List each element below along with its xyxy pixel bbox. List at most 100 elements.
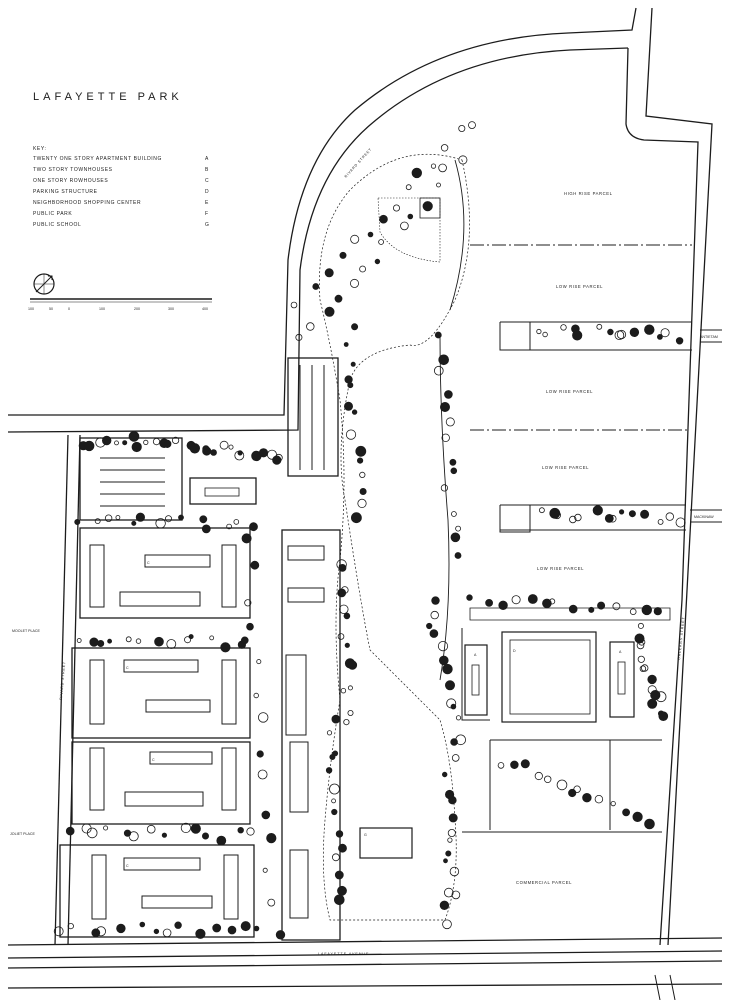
letter-d: D [513, 649, 516, 653]
tree-icon [355, 445, 367, 457]
tree-icon [347, 660, 358, 670]
tree-icon [441, 433, 450, 442]
tree-icon [594, 795, 604, 804]
tree-icon [616, 329, 627, 340]
tree-icon [628, 510, 636, 518]
key-letter-a: A [205, 156, 209, 162]
tree-icon [153, 928, 160, 935]
tree-icon [357, 498, 367, 508]
tree-icon [228, 444, 234, 450]
tree-icon [520, 759, 530, 769]
tree-icon [154, 636, 164, 647]
tree-icon [655, 691, 667, 703]
parcel-high-rise: HIGH RISE PARCEL [564, 191, 613, 196]
tree-icon [641, 664, 649, 672]
letter-c-block-1: C [147, 561, 150, 565]
tree-icon [455, 715, 462, 721]
tree-icon [107, 638, 112, 644]
tree-icon [337, 588, 347, 598]
tree-icon [241, 636, 249, 645]
tree-icon [272, 455, 282, 465]
tree-icon [445, 417, 455, 427]
parcel-low-rise-4: LOW RISE PARCEL [537, 566, 584, 571]
tree-icon [253, 925, 260, 932]
tree-icon [190, 823, 201, 834]
tree-icon [359, 471, 366, 478]
tree-icon [249, 522, 258, 532]
tree-icon [665, 512, 674, 521]
tree-icon [340, 688, 347, 694]
tree-icon [161, 832, 167, 838]
tree-icon [442, 919, 452, 930]
tree-icon [344, 375, 353, 384]
tree-icon [485, 599, 494, 607]
tree-icon [553, 511, 561, 520]
townhouse-block-north [79, 357, 339, 521]
tree-icon [443, 858, 448, 864]
scale-tick-1: 100 [28, 307, 34, 311]
tree-icon [569, 515, 577, 524]
tree-icon [163, 439, 172, 448]
tree-icon [443, 887, 454, 898]
street-label-joliet: JOLIET PLACE [10, 832, 36, 836]
tree-icon [639, 665, 647, 672]
key-heading: KEY: [33, 146, 47, 152]
tree-icon [534, 771, 543, 781]
public-park [319, 154, 470, 921]
tree-icon [164, 515, 172, 523]
tree-icon [629, 327, 640, 338]
tree-icon [455, 525, 462, 532]
tree-icon [450, 703, 457, 710]
tree-icon [434, 331, 442, 339]
tree-icon [350, 234, 360, 244]
key-label-f: PUBLIC PARK [33, 211, 72, 217]
tree-icon [544, 775, 552, 783]
tree-icon [237, 827, 244, 834]
tree-icon [407, 213, 414, 220]
tree-icon [131, 520, 137, 526]
tree-icon [568, 788, 577, 798]
tree-icon [374, 258, 381, 265]
tree-icon [344, 642, 350, 648]
scale-tick-5: 200 [134, 307, 140, 311]
tree-icon [466, 594, 473, 601]
tree-icon [542, 331, 548, 338]
tree-icon [439, 401, 450, 412]
parcel-low-rise-1: LOW RISE PARCEL [556, 284, 603, 289]
tree-icon [438, 354, 450, 366]
tree-icon [134, 442, 142, 450]
tree-icon [572, 330, 583, 341]
tree-icon [658, 711, 669, 721]
tree-icon [258, 448, 269, 458]
letter-c-block-3: C [152, 758, 155, 762]
parcel-low-rise-2: LOW RISE PARCEL [546, 389, 593, 394]
tree-icon [202, 445, 210, 453]
tree-icon [437, 640, 449, 652]
tree-icon [660, 328, 670, 338]
tree-icon [542, 598, 552, 609]
street-label-rivard-west: RIVARD STREET [59, 661, 66, 700]
tree-icon [438, 655, 449, 666]
tree-icon [337, 885, 347, 896]
tree-icon [146, 824, 156, 834]
tree-icon [219, 440, 229, 450]
tree-icon [653, 607, 662, 616]
tree-icon [588, 606, 595, 613]
tree-icon [539, 507, 545, 514]
tree-icon [199, 515, 208, 524]
street-label-lafayette: LAFAYETTE AVENUE [318, 952, 369, 956]
tree-icon [450, 532, 461, 543]
tree-icon [83, 440, 95, 452]
tree-icon [449, 866, 460, 877]
tree-icon [449, 458, 457, 466]
tree-icon [101, 435, 112, 446]
tree-icon [497, 762, 505, 769]
tree-icon [329, 783, 340, 795]
tree-icon [184, 636, 192, 644]
tree-icon [440, 484, 448, 492]
tree-icon [405, 184, 412, 191]
tree-icon [189, 443, 201, 454]
street-label-antietam: ANTIETAM [700, 335, 718, 339]
key-label-g: PUBLIC SCHOOL [33, 222, 81, 228]
public-school [359, 827, 413, 859]
